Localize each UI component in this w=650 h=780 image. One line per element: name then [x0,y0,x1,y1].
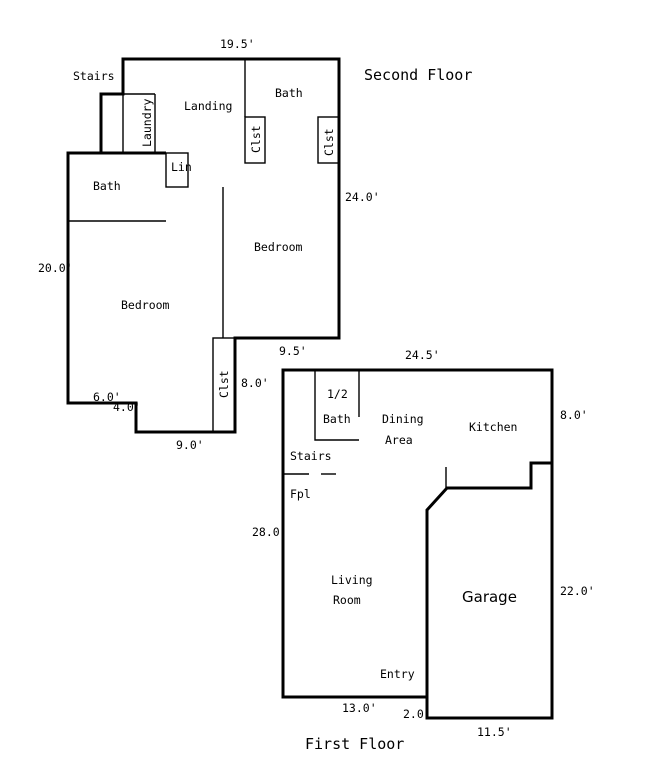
bedroom-left-label: Bedroom [121,298,170,312]
entry-label: Entry [380,667,415,681]
dim-first-bottom-step: 2.0' [403,707,431,721]
half-bath-label-1: 1/2 [327,387,348,401]
laundry-label: Laundry [140,98,154,147]
bedroom-right-label: Bedroom [254,240,303,254]
first-floor-plan [281,368,554,720]
stairs-label: Stairs [73,69,115,83]
dim-second-bottom-right: 9.5' [279,344,307,358]
closet-right-wall [317,116,340,164]
fireplace-label: Fpl [290,487,311,501]
half-bath-wall [314,370,360,441]
garage-label: Garage [462,588,517,606]
dim-second-right: 24.0' [345,190,380,204]
dim-first-bottom-left: 13.0' [342,701,377,715]
half-bath-label-2: Bath [323,412,351,426]
first-stairs-label: Stairs [290,449,332,463]
dim-second-step-width: 6.0' [93,390,121,404]
first-floor-outer-wall [281,368,554,699]
bath-left-label: Bath [93,179,121,193]
closet-bottom-wall [212,337,236,433]
linen-label: Lin [171,160,192,174]
linen-closet-wall [165,152,189,188]
dim-second-bottom: 9.0' [176,438,204,452]
dim-first-left: 28.0' [252,525,287,539]
laundry-wall [122,93,156,153]
dining-label-1: Dining [382,412,424,426]
dim-second-notch: 8.0' [241,376,269,390]
bath-top-label: Bath [275,86,303,100]
dim-garage-bottom: 11.5' [477,725,512,739]
kitchen-label: Kitchen [469,420,517,434]
dim-garage-right: 22.0' [560,584,595,598]
closet-left-wall [244,116,266,164]
dining-label-2: Area [385,433,413,447]
dim-first-top: 24.5' [405,348,440,362]
second-floor-outer-wall [66,57,341,434]
first-floor-title: First Floor [305,735,404,753]
dim-second-left: 20.0' [38,261,73,275]
garage-outer-wall [425,463,554,720]
closet-left-label: Clst [249,125,263,153]
dim-second-step-height: 4.0' [113,400,141,414]
landing-label: Landing [184,99,232,113]
dim-first-right-top: 8.0' [560,408,588,422]
closet-right-label: Clst [322,128,336,156]
living-label-2: Room [333,593,361,607]
second-floor-plan [66,57,341,434]
closet-bottom-label: Clst [217,370,231,398]
dim-second-top: 19.5' [220,37,255,51]
living-label-1: Living [331,573,373,587]
second-floor-title: Second Floor [364,66,472,84]
